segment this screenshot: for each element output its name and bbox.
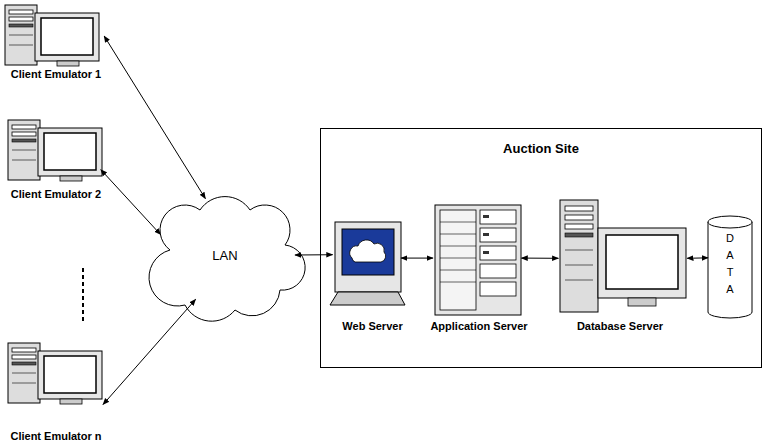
client-emulator: Client Emulator 1 xyxy=(0,0,112,80)
connector-arrow xyxy=(101,170,161,235)
connector-arrow xyxy=(295,254,333,255)
database-server: Database Server xyxy=(550,198,690,332)
node-label: Client Emulator 2 xyxy=(0,188,112,200)
client-emulator: Client Emulator 2 xyxy=(0,118,112,200)
connector-arrow xyxy=(103,299,196,404)
connector-arrow xyxy=(521,258,558,259)
node-label: Auction Site xyxy=(321,141,761,156)
database-cylinder xyxy=(708,216,752,318)
connector-arrow xyxy=(687,257,708,258)
web-server-icon xyxy=(330,222,405,305)
node-label: LAN xyxy=(155,248,295,263)
web-server: Web Server xyxy=(325,220,420,332)
application-server-icon xyxy=(435,205,521,315)
application-server: Application Server xyxy=(420,200,538,332)
connector-arrow xyxy=(401,258,433,259)
cloud-shape xyxy=(149,197,305,322)
site-boundary: Auction SiteWeb ServerApplication Server… xyxy=(320,128,762,368)
node-label: Application Server xyxy=(420,320,538,332)
database-server-icon xyxy=(560,200,686,312)
computer-icon xyxy=(8,343,102,404)
network-cloud: LAN xyxy=(155,195,295,315)
computer-icon xyxy=(8,120,102,181)
computer-icon xyxy=(5,5,99,66)
node-label: Client Emulator n xyxy=(0,430,112,442)
connector-arrow xyxy=(104,36,205,199)
ellipsis-line xyxy=(82,268,84,322)
node-label: Database Server xyxy=(550,320,690,332)
client-emulator: Client Emulator n xyxy=(0,338,112,442)
node-label: DATA xyxy=(724,232,736,300)
node-label: Web Server xyxy=(325,320,420,332)
data-store: DATA xyxy=(706,215,754,317)
node-label: Client Emulator 1 xyxy=(0,68,112,80)
